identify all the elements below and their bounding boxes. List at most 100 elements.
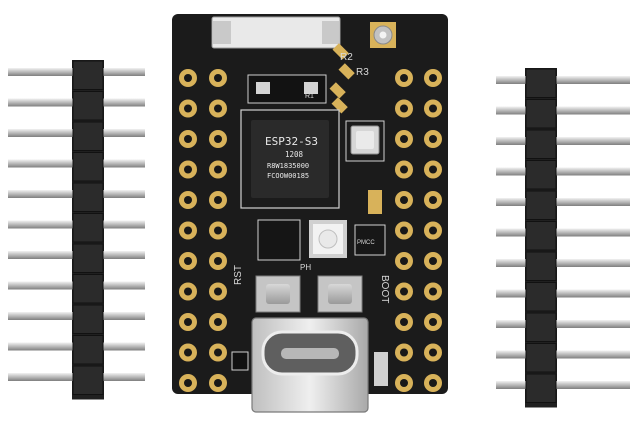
support-chip [257,219,301,261]
header-pin [496,106,630,115]
label-boot: BOOT [379,275,390,303]
ceramic-antenna [211,16,341,49]
header-pin [496,76,630,84]
pad-hole [214,318,222,326]
bottom-right-cap [374,352,388,386]
pad-hole [184,257,192,265]
crystal-outline [345,120,385,162]
header-pin [496,381,630,389]
header-pin [496,259,630,267]
header-cell [525,312,557,342]
header-cell [72,335,104,365]
label-rst: RST [233,265,244,285]
pad-hole [400,196,408,204]
header-cell [525,68,557,98]
label-ph: PH [300,263,311,272]
pad-hole [214,348,222,357]
header-cell [525,373,557,403]
pad-hole [400,318,408,326]
pad-hole [429,287,437,296]
resistor-diag-4 [331,97,348,114]
resistor-r2 [332,43,349,60]
header-cell [525,282,557,312]
header-cell [72,213,104,243]
header-cell [72,91,104,121]
rgb-led-die [318,229,338,249]
pad-hole [184,287,192,296]
label-ldo: PMCC [357,240,375,246]
antenna-pad-right [322,21,339,44]
pad-hole [429,104,437,113]
pad-hole [400,226,408,235]
header-pin [496,350,630,359]
chip-text-line4: FCOOW00185 [267,172,309,180]
header-cell [525,160,557,190]
header-cell [72,365,104,395]
esp32-s3-board: ESP32-S3 1208 R8W1835000 FCOOW00185 R2 R… [172,14,448,413]
header-pin [496,198,630,206]
pad-hole [429,379,437,387]
header-cell [72,121,104,151]
pad-hole [214,287,222,296]
pad-hole [184,379,192,387]
pad-hole [429,226,437,235]
pad-hole [214,257,222,265]
header-pin [496,167,630,176]
pad-hole [214,74,222,82]
header-cell [525,343,557,373]
header-cell [525,190,557,220]
header-cell [72,182,104,212]
header-pin [496,137,630,145]
pad-hole [184,318,192,326]
boot-button-base [317,275,363,313]
pad-hole [184,226,192,235]
pad-hole [429,257,437,265]
esp32-s3-chip [251,120,329,198]
pcb [172,14,448,394]
header-cell [72,274,104,304]
pad-array [179,69,442,392]
pad-hole [400,135,408,143]
header-cell [525,99,557,129]
pad-hole [184,165,192,174]
pad-hole [400,348,408,357]
pad-hole [214,104,222,113]
header-cell [72,60,104,90]
pad-hole [429,74,437,82]
antenna-pad-left [213,21,231,44]
rst-button [266,284,290,304]
left-pin-header [8,60,145,400]
pad-hole [429,196,437,204]
label-r2: R2 [340,52,353,63]
header-cell [72,243,104,273]
usb-c-tongue [281,348,339,359]
pad-hole [429,135,437,143]
header-pin [496,320,630,328]
pad-hole [429,165,437,174]
pad-hole [400,257,408,265]
small-part-2 [304,82,318,94]
pad-hole [184,135,192,143]
pad-hole [400,287,408,296]
pad-hole [429,348,437,357]
pad-hole [184,348,192,357]
pad-hole [400,379,408,387]
boot-button [328,284,352,304]
header-cell [72,152,104,182]
right-pin-header [496,68,630,408]
pad-hole [214,135,222,143]
header-cell [525,221,557,251]
resistor-r3 [338,63,355,80]
ufl-connector [370,22,396,48]
pad-hole [184,104,192,113]
pad-hole [214,379,222,387]
pad-hole [400,104,408,113]
pad-hole [400,74,408,82]
header-pin [496,228,630,237]
pad-hole [214,196,222,204]
pad-hole [429,318,437,326]
chip-text-line2: 1208 [285,150,304,159]
resistor-diag-3 [329,82,346,99]
pad-hole [400,165,408,174]
